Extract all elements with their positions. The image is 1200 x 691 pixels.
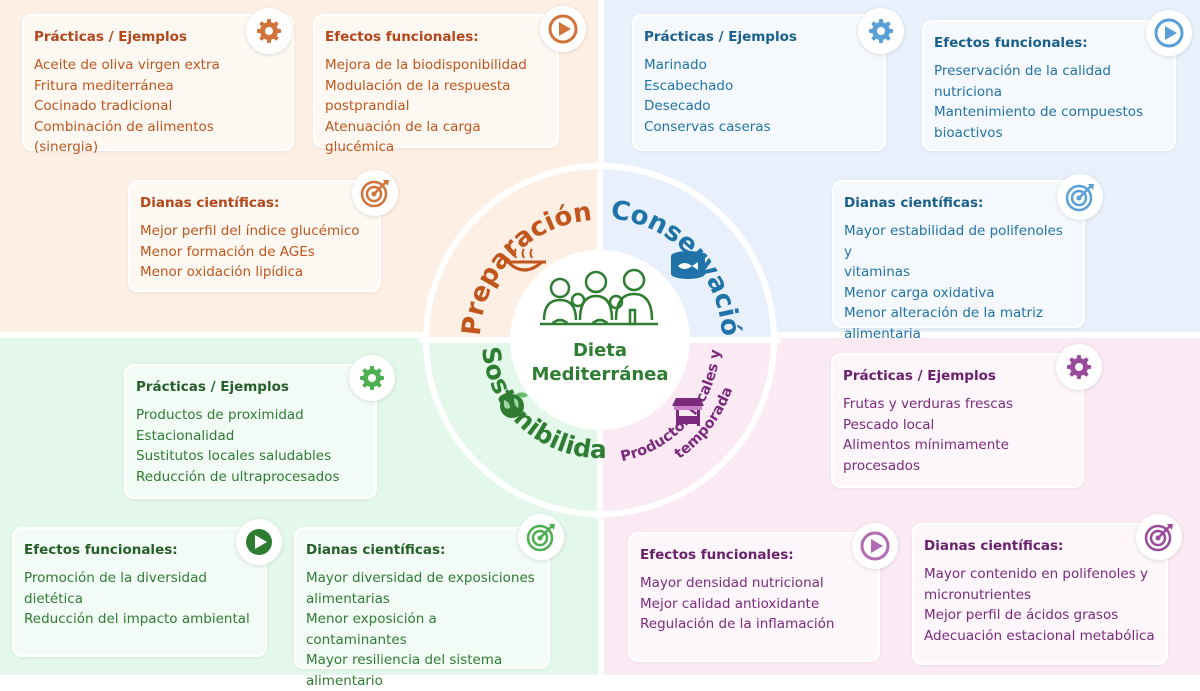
list-item: alimentarias — [306, 589, 538, 610]
list-item: Preservación de la calidad nutriciona — [934, 61, 1164, 102]
card-list: Mayor contenido en polifenoles y micronu… — [924, 564, 1156, 646]
list-item: Sustitutos locales saludables — [136, 446, 365, 467]
list-item: Mayor diversidad de exposiciones — [306, 568, 538, 589]
card-title: Efectos funcionales: — [934, 35, 1164, 51]
list-item: Desecado — [644, 96, 874, 117]
center-title-line2: Mediterránea — [531, 364, 668, 385]
gear-icon — [858, 8, 904, 54]
conservacion-efectos-card: Efectos funcionales: Preservación de la … — [922, 20, 1176, 151]
list-item: Productos de proximidad — [136, 405, 365, 426]
list-item: Menor formación de AGEs — [140, 242, 369, 263]
list-item: Mayor densidad nutricional — [640, 573, 868, 594]
list-item: Reducción del impacto ambiental — [24, 609, 255, 630]
list-item: Mejor perfil del índice glucémico — [140, 221, 369, 242]
card-list: Preservación de la calidad nutriciona Ma… — [934, 61, 1164, 143]
list-item: Pescado local — [843, 415, 1072, 436]
list-item: Frutas y verduras frescas — [843, 394, 1072, 415]
card-list: Frutas y verduras frescas Pescado local … — [843, 394, 1072, 476]
target-icon — [1136, 514, 1182, 560]
play-icon — [1146, 10, 1192, 56]
list-item: Menor carga oxidativa — [844, 283, 1073, 304]
gear-icon — [1056, 344, 1102, 390]
target-icon — [518, 514, 564, 560]
list-item: Regulación de la inflamación — [640, 614, 868, 635]
list-item: Alimentos mínimamente procesados — [843, 435, 1072, 476]
card-title: Efectos funcionales: — [640, 547, 868, 563]
center-title-line1: Dieta — [573, 340, 627, 361]
card-list: Mejor perfil del índice glucémico Menor … — [140, 221, 369, 283]
productos-dianas-card: Dianas científicas: Mayor contenido en p… — [912, 523, 1168, 665]
sostenibilidad-practicas-card: Prácticas / Ejemplos Productos de proxim… — [124, 364, 377, 499]
list-item: Mejor perfil de ácidos grasos — [924, 605, 1156, 626]
card-title: Efectos funcionales: — [24, 542, 255, 558]
play-icon — [852, 523, 898, 569]
card-title: Dianas científicas: — [844, 195, 1073, 211]
card-list: Mayor diversidad de exposiciones aliment… — [306, 568, 538, 691]
central-wheel: Preparación Conservación Sostenibilidad … — [420, 160, 780, 520]
list-item: Reducción de ultraprocesados — [136, 467, 365, 488]
productos-efectos-card: Efectos funcionales: Mayor densidad nutr… — [628, 532, 880, 662]
list-item: Mejor calidad antioxidante — [640, 594, 868, 615]
list-item: Estacionalidad — [136, 426, 365, 447]
list-item: Mejora de la biodisponibilidad — [325, 55, 547, 76]
list-item: postprandial — [325, 96, 547, 117]
list-item: Mayor resiliencia del sistema — [306, 650, 538, 671]
list-item: Fritura mediterránea — [34, 76, 282, 97]
list-item: Marinado — [644, 55, 874, 76]
list-item: Combinación de alimentos (sinergia) — [34, 117, 282, 158]
list-item: Menor oxidación lipídica — [140, 262, 369, 283]
list-item: Atenuación de la carga glucémica — [325, 117, 547, 158]
card-title: Dianas científicas: — [306, 542, 538, 558]
card-list: Mejora de la biodisponibilidad Modulació… — [325, 55, 547, 158]
list-item: Conservas caseras — [644, 117, 874, 138]
card-title: Prácticas / Ejemplos — [843, 368, 1072, 384]
card-list: Marinado Escabechado Desecado Conservas … — [644, 55, 874, 137]
list-item: bioactivos — [934, 123, 1164, 144]
sostenibilidad-dianas-card: Dianas científicas: Mayor diversidad de … — [294, 527, 550, 669]
list-item: Escabechado — [644, 76, 874, 97]
card-list: Productos de proximidad Estacionalidad S… — [136, 405, 365, 487]
target-icon — [352, 170, 398, 216]
list-item: Cocinado tradicional — [34, 96, 282, 117]
list-item: Menor alteración de la matriz — [844, 303, 1073, 324]
card-list: Promoción de la diversidad dietética Red… — [24, 568, 255, 630]
productos-practicas-card: Prácticas / Ejemplos Frutas y verduras f… — [831, 353, 1084, 488]
card-list: Mayor estabilidad de polifenoles y vitam… — [844, 221, 1073, 344]
list-item: alimentaria — [844, 324, 1073, 345]
list-item: Adecuación estacional metabólica — [924, 626, 1156, 647]
card-title: Dianas científicas: — [140, 195, 369, 211]
card-title: Prácticas / Ejemplos — [34, 29, 282, 45]
tin-can-icon — [671, 251, 705, 279]
conservacion-dianas-card: Dianas científicas: Mayor estabilidad de… — [832, 180, 1085, 328]
card-title: Prácticas / Ejemplos — [644, 29, 874, 45]
card-list: Mayor densidad nutricional Mejor calidad… — [640, 573, 868, 635]
play-icon — [236, 519, 282, 565]
card-title: Prácticas / Ejemplos — [136, 379, 365, 395]
list-item: Promoción de la diversidad dietética — [24, 568, 255, 609]
sostenibilidad-efectos-card: Efectos funcionales: Promoción de la div… — [12, 527, 267, 657]
target-icon — [1057, 174, 1103, 220]
list-item: vitaminas — [844, 262, 1073, 283]
preparacion-dianas-card: Dianas científicas: Mejor perfil del índ… — [128, 180, 381, 292]
play-icon — [540, 6, 586, 52]
conservacion-practicas-card: Prácticas / Ejemplos Marinado Escabechad… — [632, 14, 886, 151]
preparacion-efectos-card: Efectos funcionales: Mejora de la biodis… — [313, 14, 559, 148]
list-item: Aceite de oliva virgen extra — [34, 55, 282, 76]
gear-icon — [349, 355, 395, 401]
card-list: Aceite de oliva virgen extra Fritura med… — [34, 55, 282, 158]
card-title: Efectos funcionales: — [325, 29, 547, 45]
gear-icon — [246, 8, 292, 54]
list-item: Mayor estabilidad de polifenoles y — [844, 221, 1073, 262]
list-item: Mayor contenido en polifenoles y — [924, 564, 1156, 585]
list-item: Menor exposición a contaminantes — [306, 609, 538, 650]
card-title: Dianas científicas: — [924, 538, 1156, 554]
list-item: Modulación de la respuesta — [325, 76, 547, 97]
list-item: micronutrientes — [924, 585, 1156, 606]
list-item: Mantenimiento de compuestos — [934, 102, 1164, 123]
list-item: alimentario — [306, 671, 538, 691]
